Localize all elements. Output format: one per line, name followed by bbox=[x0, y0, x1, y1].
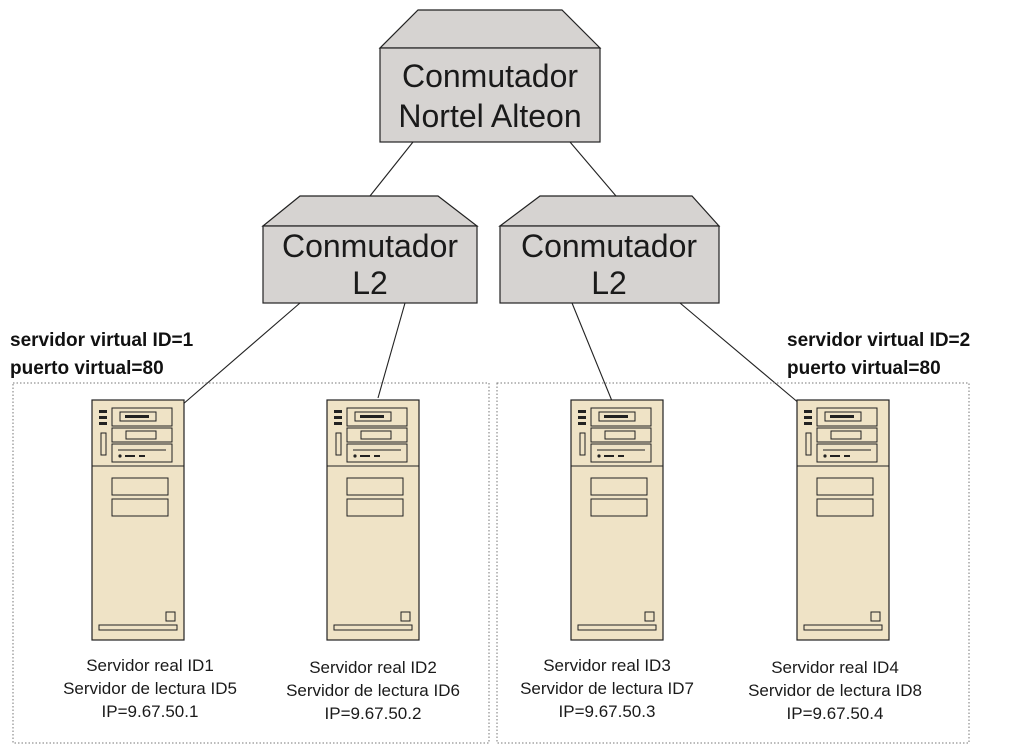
server-2-ip: IP=9.67.50.2 bbox=[325, 704, 422, 723]
virtual-server-group-box-2 bbox=[496, 382, 970, 744]
l2-switch-left-label-line2: L2 bbox=[352, 265, 388, 301]
group-1-virtual-server-id: servidor virtual ID=1 bbox=[10, 330, 194, 351]
l2-switch-right-label-line2: L2 bbox=[591, 265, 627, 301]
l2-switch-right-roof bbox=[498, 195, 721, 227]
server-3: Servidor real ID3 Servidor de lectura ID… bbox=[520, 399, 694, 721]
link-l2-left-to-server2 bbox=[377, 302, 406, 399]
main-switch-body bbox=[379, 47, 601, 143]
server-3-tower-icon bbox=[570, 399, 664, 641]
server-4-ip: IP=9.67.50.4 bbox=[787, 704, 884, 723]
server-2: Servidor real ID2 Servidor de lectura ID… bbox=[286, 399, 460, 723]
connector-lines bbox=[181, 141, 801, 406]
server-2-read-id: Servidor de lectura ID6 bbox=[286, 681, 460, 700]
main-switch: Conmutador Nortel Alteon bbox=[378, 9, 602, 143]
l2-switch-left-body bbox=[262, 225, 478, 304]
virtual-server-group-label-1: servidor virtual ID=1 puerto virtual=80 bbox=[10, 330, 194, 379]
link-l2-right-to-server3 bbox=[571, 302, 613, 402]
link-main-to-l2-left bbox=[369, 141, 414, 197]
main-switch-label-line2: Nortel Alteon bbox=[398, 98, 581, 134]
group-2-virtual-port: puerto virtual=80 bbox=[787, 358, 941, 379]
l2-switch-right: Conmutador L2 bbox=[498, 195, 721, 304]
server-2-real-id: Servidor real ID2 bbox=[309, 658, 437, 677]
server-1-ip: IP=9.67.50.1 bbox=[102, 702, 199, 721]
link-l2-left-to-server1 bbox=[181, 302, 301, 406]
l2-switch-left-label-line1: Conmutador bbox=[282, 228, 458, 264]
server-4-real-id: Servidor real ID4 bbox=[771, 658, 899, 677]
server-3-real-id: Servidor real ID3 bbox=[543, 656, 671, 675]
server-1-read-id: Servidor de lectura ID5 bbox=[63, 679, 237, 698]
l2-switch-left-roof bbox=[261, 195, 479, 227]
virtual-server-group-label-2: servidor virtual ID=2 puerto virtual=80 bbox=[787, 330, 970, 379]
virtual-server-group-box-1 bbox=[12, 382, 490, 744]
l2-switch-left: Conmutador L2 bbox=[261, 195, 479, 304]
server-2-tower-icon bbox=[326, 399, 420, 641]
main-switch-roof bbox=[378, 9, 602, 49]
link-main-to-l2-right bbox=[569, 141, 617, 197]
server-1: Servidor real ID1 Servidor de lectura ID… bbox=[63, 399, 237, 721]
group-2-virtual-server-id: servidor virtual ID=2 bbox=[787, 330, 970, 351]
server-4-tower-icon bbox=[796, 399, 890, 641]
server-1-tower-icon bbox=[91, 399, 185, 641]
server-4: Servidor real ID4 Servidor de lectura ID… bbox=[748, 399, 922, 723]
link-l2-right-to-server4 bbox=[679, 302, 801, 405]
main-switch-label-line1: Conmutador bbox=[402, 58, 578, 94]
server-1-real-id: Servidor real ID1 bbox=[86, 656, 214, 675]
group-1-virtual-port: puerto virtual=80 bbox=[10, 358, 164, 379]
server-4-read-id: Servidor de lectura ID8 bbox=[748, 681, 922, 700]
server-3-read-id: Servidor de lectura ID7 bbox=[520, 679, 694, 698]
l2-switch-right-label-line1: Conmutador bbox=[521, 228, 697, 264]
server-3-ip: IP=9.67.50.3 bbox=[559, 702, 656, 721]
l2-switch-right-body bbox=[499, 225, 720, 304]
